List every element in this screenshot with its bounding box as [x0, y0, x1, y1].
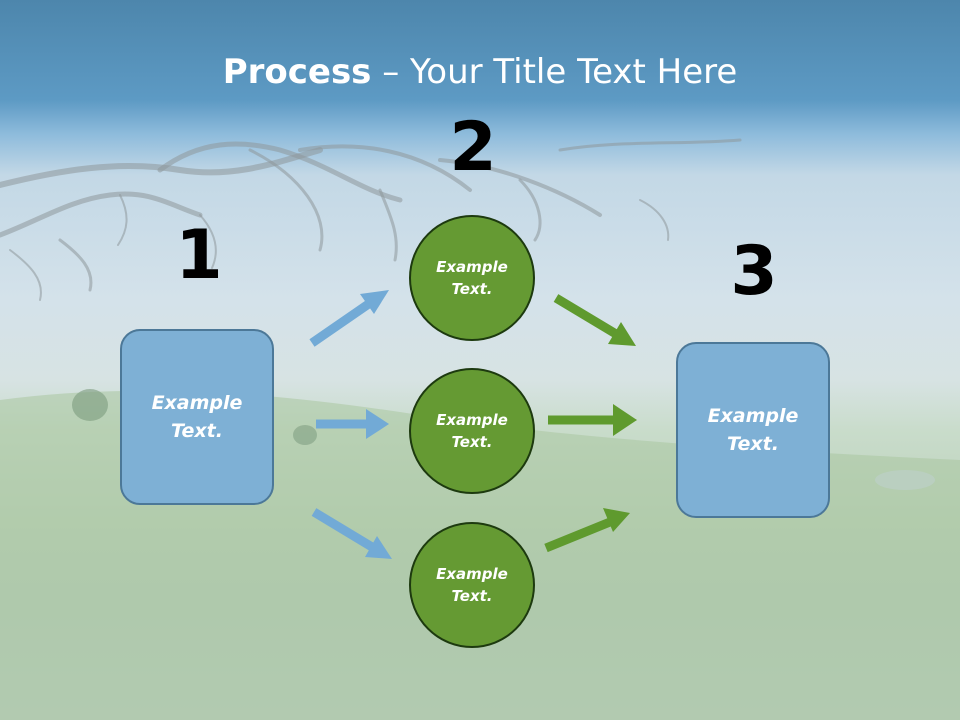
step-number-2: 2 — [449, 108, 497, 187]
step-number-3: 3 — [730, 232, 778, 311]
circle-middle-text: Example Text. — [436, 410, 508, 452]
circle-top-text: Example Text. — [436, 257, 508, 299]
tree-branches — [0, 138, 742, 301]
arrow-green-straight — [548, 404, 637, 436]
step-2-circle-middle: Example Text. — [409, 368, 535, 494]
bush — [72, 389, 108, 421]
step-2-circle-top: Example Text. — [409, 215, 535, 341]
title-rest: – Your Title Text Here — [371, 52, 738, 92]
circle-bottom-text: Example Text. — [436, 564, 508, 606]
title-bold: Process — [222, 52, 372, 92]
arrow-blue-up — [309, 290, 389, 347]
bush — [293, 425, 317, 445]
step-2-circle-bottom: Example Text. — [409, 522, 535, 648]
distant-haze — [875, 470, 935, 490]
step-3-text: Example Text. — [707, 404, 799, 456]
step-1-text: Example Text. — [151, 391, 243, 443]
arrow-blue-straight — [316, 409, 389, 439]
step-3-box: Example Text. — [676, 342, 830, 518]
step-number-1: 1 — [175, 216, 223, 295]
step-1-box: Example Text. — [120, 329, 274, 505]
arrow-green-up — [544, 508, 630, 553]
arrow-blue-down — [311, 508, 392, 559]
slide-title: Process – Your Title Text Here — [0, 52, 960, 92]
arrows — [309, 290, 637, 559]
arrow-green-down — [553, 294, 636, 346]
